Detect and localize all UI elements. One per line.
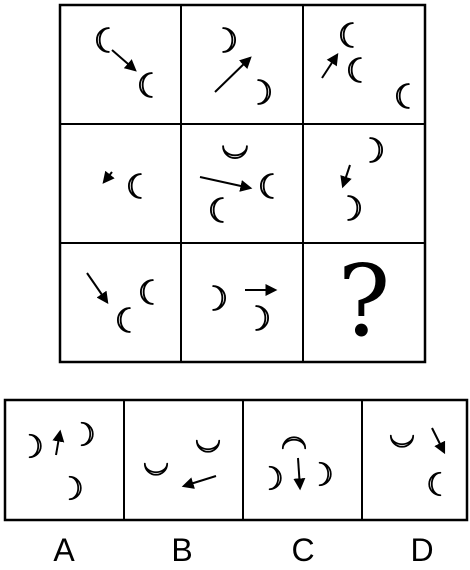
arrow-icon [56,432,60,455]
grid-cell-1-3 [322,23,409,108]
arrow-icon [200,177,250,188]
crescent-icon [320,463,331,485]
option-d[interactable] [391,428,444,495]
arrow-icon [112,50,135,70]
crescent-icon [391,436,413,447]
crescent-icon [213,286,225,310]
option-d-label: D [402,532,442,568]
arrow-icon [87,273,107,302]
crescent-icon [141,280,153,304]
crescent-icon [429,473,440,495]
arrow-icon [343,165,350,186]
crescent-icon [256,306,268,330]
grid-cell-3-1 [87,273,153,332]
crescent-icon [140,73,152,97]
grid-cell-2-1 [104,172,141,198]
option-b-label: B [162,532,202,568]
grid-cell-2-3 [343,138,382,220]
crescent-icon [197,441,219,452]
crescent-icon [370,138,382,162]
option-b[interactable] [145,441,219,486]
options-row [5,400,467,520]
option-a[interactable] [30,423,93,499]
question-mark: ? [338,245,391,359]
crescent-icon [30,435,41,457]
crescent-icon [341,23,353,47]
arrow-icon [298,458,300,488]
crescent-icon [223,146,247,158]
arrow-icon [184,476,216,486]
crescent-icon [70,477,81,499]
crescent-icon [145,464,167,475]
option-c-label: C [283,532,323,568]
crescent-icon [82,423,93,445]
crescent-icon [283,437,305,448]
crescent-icon [118,308,130,332]
crescent-icon [349,58,361,82]
grid-cell-3-2 [213,286,275,330]
arrow-icon [215,58,250,92]
crescent-icon [258,80,270,104]
crescent-icon [270,467,281,489]
crescent-icon [397,84,409,108]
grid-cell-2-2 [200,146,273,222]
crescent-icon [211,198,223,222]
arrow-icon [432,428,444,452]
arrow-icon [104,172,112,182]
option-c[interactable] [270,437,331,489]
crescent-icon [129,174,141,198]
arrow-icon [322,55,337,78]
grid-cell-3-3: ? [338,245,391,359]
grid-cell-1-1 [97,28,152,97]
crescent-icon [223,28,235,52]
crescent-icon [348,196,360,220]
crescent-icon [97,28,109,52]
grid-cell-1-2 [215,28,270,104]
option-a-label: A [44,532,84,568]
crescent-icon [261,174,273,198]
